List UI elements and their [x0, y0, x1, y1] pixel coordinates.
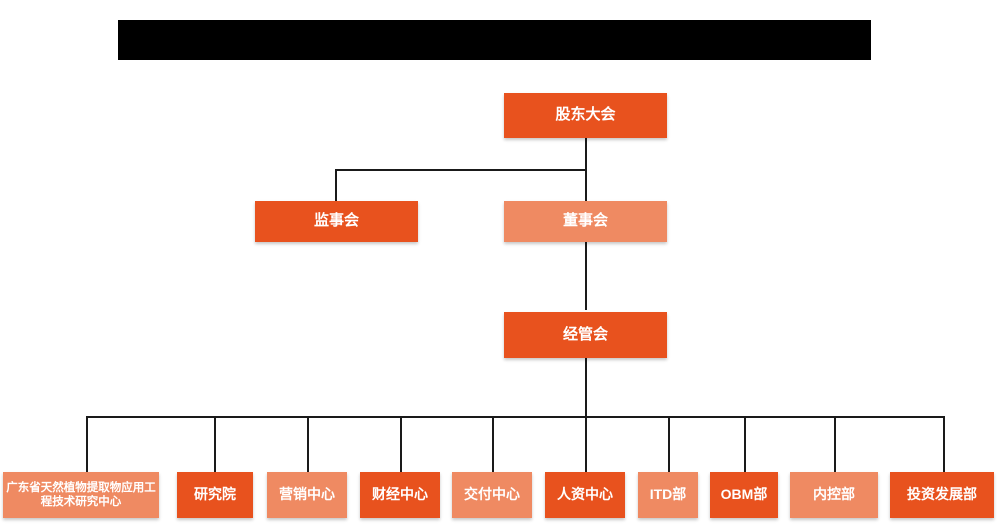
- connector-level2-horizontal: [335, 169, 587, 171]
- connector-drop-8: [744, 416, 746, 472]
- connector-drop-7: [668, 416, 670, 472]
- connector-shareholders-down: [585, 138, 587, 171]
- connector-directors-down: [585, 169, 587, 201]
- redacted-title-bar: [118, 20, 871, 60]
- connector-drop-10: [943, 416, 945, 472]
- connector-directors-to-management: [585, 242, 587, 310]
- connector-departments-bus: [86, 416, 944, 418]
- node-finance-center[interactable]: 财经中心: [360, 472, 440, 518]
- node-internal-control-department[interactable]: 内控部: [790, 472, 878, 518]
- node-obm-department[interactable]: OBM部: [710, 472, 778, 518]
- node-supervisory-board[interactable]: 监事会: [255, 201, 418, 242]
- node-shareholders-meeting[interactable]: 股东大会: [504, 93, 667, 138]
- connector-drop-2: [214, 416, 216, 472]
- node-gd-plant-extract-center[interactable]: 广东省天然植物提取物应用工程技术研究中心: [3, 472, 159, 518]
- node-board-of-directors[interactable]: 董事会: [504, 201, 667, 242]
- connector-drop-6: [585, 416, 587, 472]
- connector-drop-9: [834, 416, 836, 472]
- node-marketing-center[interactable]: 营销中心: [267, 472, 347, 518]
- node-management-committee[interactable]: 经管会: [504, 312, 667, 358]
- connector-supervisory-down: [335, 169, 337, 201]
- node-investment-development-department[interactable]: 投资发展部: [890, 472, 994, 518]
- node-research-institute[interactable]: 研究院: [177, 472, 253, 518]
- connector-drop-5: [492, 416, 494, 472]
- node-delivery-center[interactable]: 交付中心: [452, 472, 532, 518]
- node-itd-department[interactable]: ITD部: [638, 472, 698, 518]
- node-hr-center[interactable]: 人资中心: [545, 472, 625, 518]
- connector-drop-4: [400, 416, 402, 472]
- connector-management-down: [585, 358, 587, 417]
- connector-drop-1: [86, 416, 88, 472]
- connector-drop-3: [307, 416, 309, 472]
